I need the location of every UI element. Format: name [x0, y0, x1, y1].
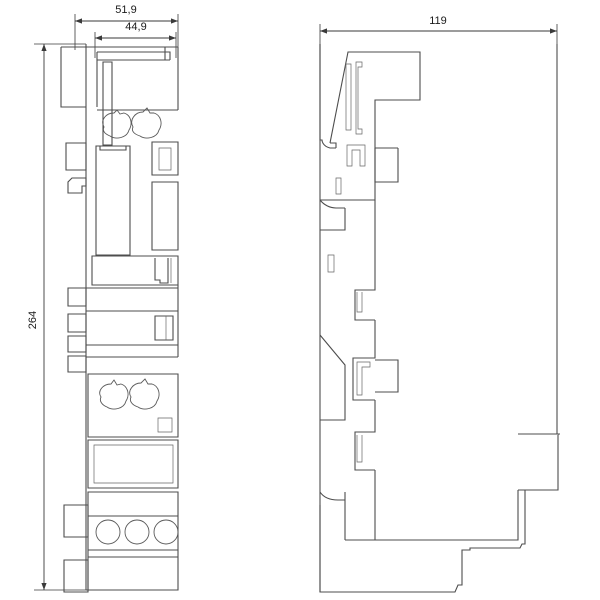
display-window: [87, 439, 179, 489]
dimension-overall-width: 51,9: [74, 4, 179, 50]
dimension-label-overall-depth: 119: [429, 15, 447, 27]
dimension-label-overall-width: 51,9: [115, 4, 136, 16]
knob-upper-1: [102, 109, 132, 139]
terminal-tab-5: [67, 355, 87, 373]
round-connector-1: [95, 519, 121, 545]
knob-lower-1: [99, 379, 129, 410]
dimension-label-inner-width: 44,9: [125, 21, 146, 33]
knob-lower-2: [129, 378, 160, 410]
terminal-tab-7: [63, 559, 89, 593]
round-connector-2: [124, 519, 150, 545]
front-view: [60, 44, 179, 593]
terminal-tab-1: [65, 142, 87, 171]
latch-hook: [67, 177, 87, 194]
side-view: [319, 44, 560, 593]
terminal-tab-3: [67, 313, 87, 333]
terminal-tab-2: [67, 287, 87, 307]
terminal-tab-6: [63, 504, 89, 538]
dimension-label-overall-height: 264: [27, 311, 39, 329]
terminal-tab-4: [67, 335, 87, 353]
dimension-overall-depth: 119: [319, 15, 558, 50]
round-connector-3: [153, 519, 179, 545]
dimension-inner-width: 44,9: [94, 21, 177, 58]
dimension-overall-height: 264: [27, 43, 86, 591]
knob-upper-2: [131, 107, 162, 139]
